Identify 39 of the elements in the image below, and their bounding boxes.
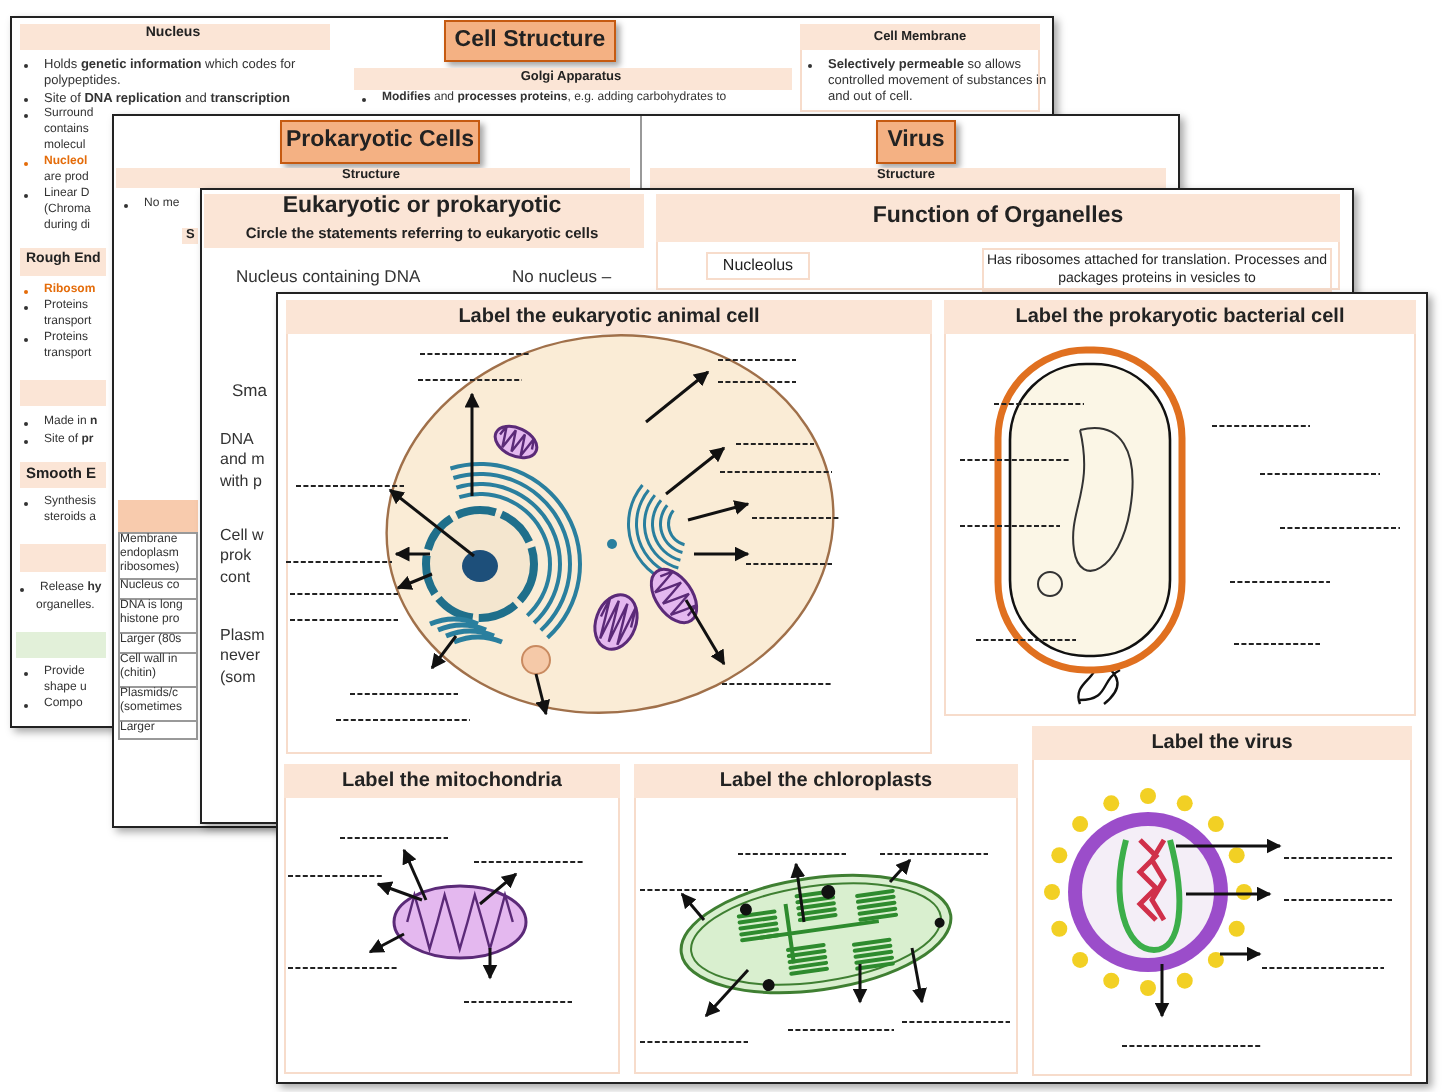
info-panel: [656, 194, 1340, 290]
panel-heading: Label the eukaryotic animal cell: [286, 300, 932, 334]
info-panel: [1032, 726, 1412, 1076]
heading-band: [16, 632, 106, 658]
title-box: [280, 120, 480, 164]
heading-panel: [204, 194, 644, 248]
statement-text: Plasm never (som: [220, 626, 267, 689]
info-panel: [286, 300, 932, 754]
statement-text: Cell w prok cont: [220, 526, 266, 589]
heading-band: [20, 24, 330, 50]
heading-band: [20, 462, 106, 488]
table-header-band: [118, 500, 198, 532]
heading-band: [20, 248, 106, 276]
title-text: Cell Structure: [452, 25, 608, 56]
heading-band: [650, 168, 1166, 188]
panel-heading: Label the mitochondria: [284, 764, 620, 798]
heading-band: [20, 380, 106, 406]
panel-heading: Label the chloroplasts: [634, 764, 1018, 798]
title-text: Prokaryotic Cells: [284, 126, 476, 157]
text-fragment: Nucleus containing DNA: [236, 266, 421, 287]
panel-heading: Label the virus: [1032, 726, 1412, 760]
info-panel: [944, 300, 1416, 716]
term-card: [706, 252, 810, 280]
panel-heading: Function of Organelles: [656, 194, 1340, 242]
text-fragment: No nucleus –: [512, 266, 612, 287]
statement-text: DNA and m with p: [220, 430, 267, 493]
panel-heading: Label the prokaryotic bacterial cell: [944, 300, 1416, 334]
title-text: Eukaryotic or prokaryotic: [280, 194, 564, 222]
title-text: Virus: [885, 126, 947, 157]
info-panel: [634, 764, 1018, 1074]
title-box: [876, 120, 956, 164]
info-panel: [284, 764, 620, 1074]
info-panel: [800, 24, 1040, 112]
heading-band: [116, 168, 630, 188]
text-fragment: Sma: [232, 380, 267, 401]
title-box: [444, 20, 616, 62]
card-text: Nucleolus: [720, 253, 796, 278]
heading-band: [20, 544, 106, 572]
heading-band: [354, 68, 792, 90]
